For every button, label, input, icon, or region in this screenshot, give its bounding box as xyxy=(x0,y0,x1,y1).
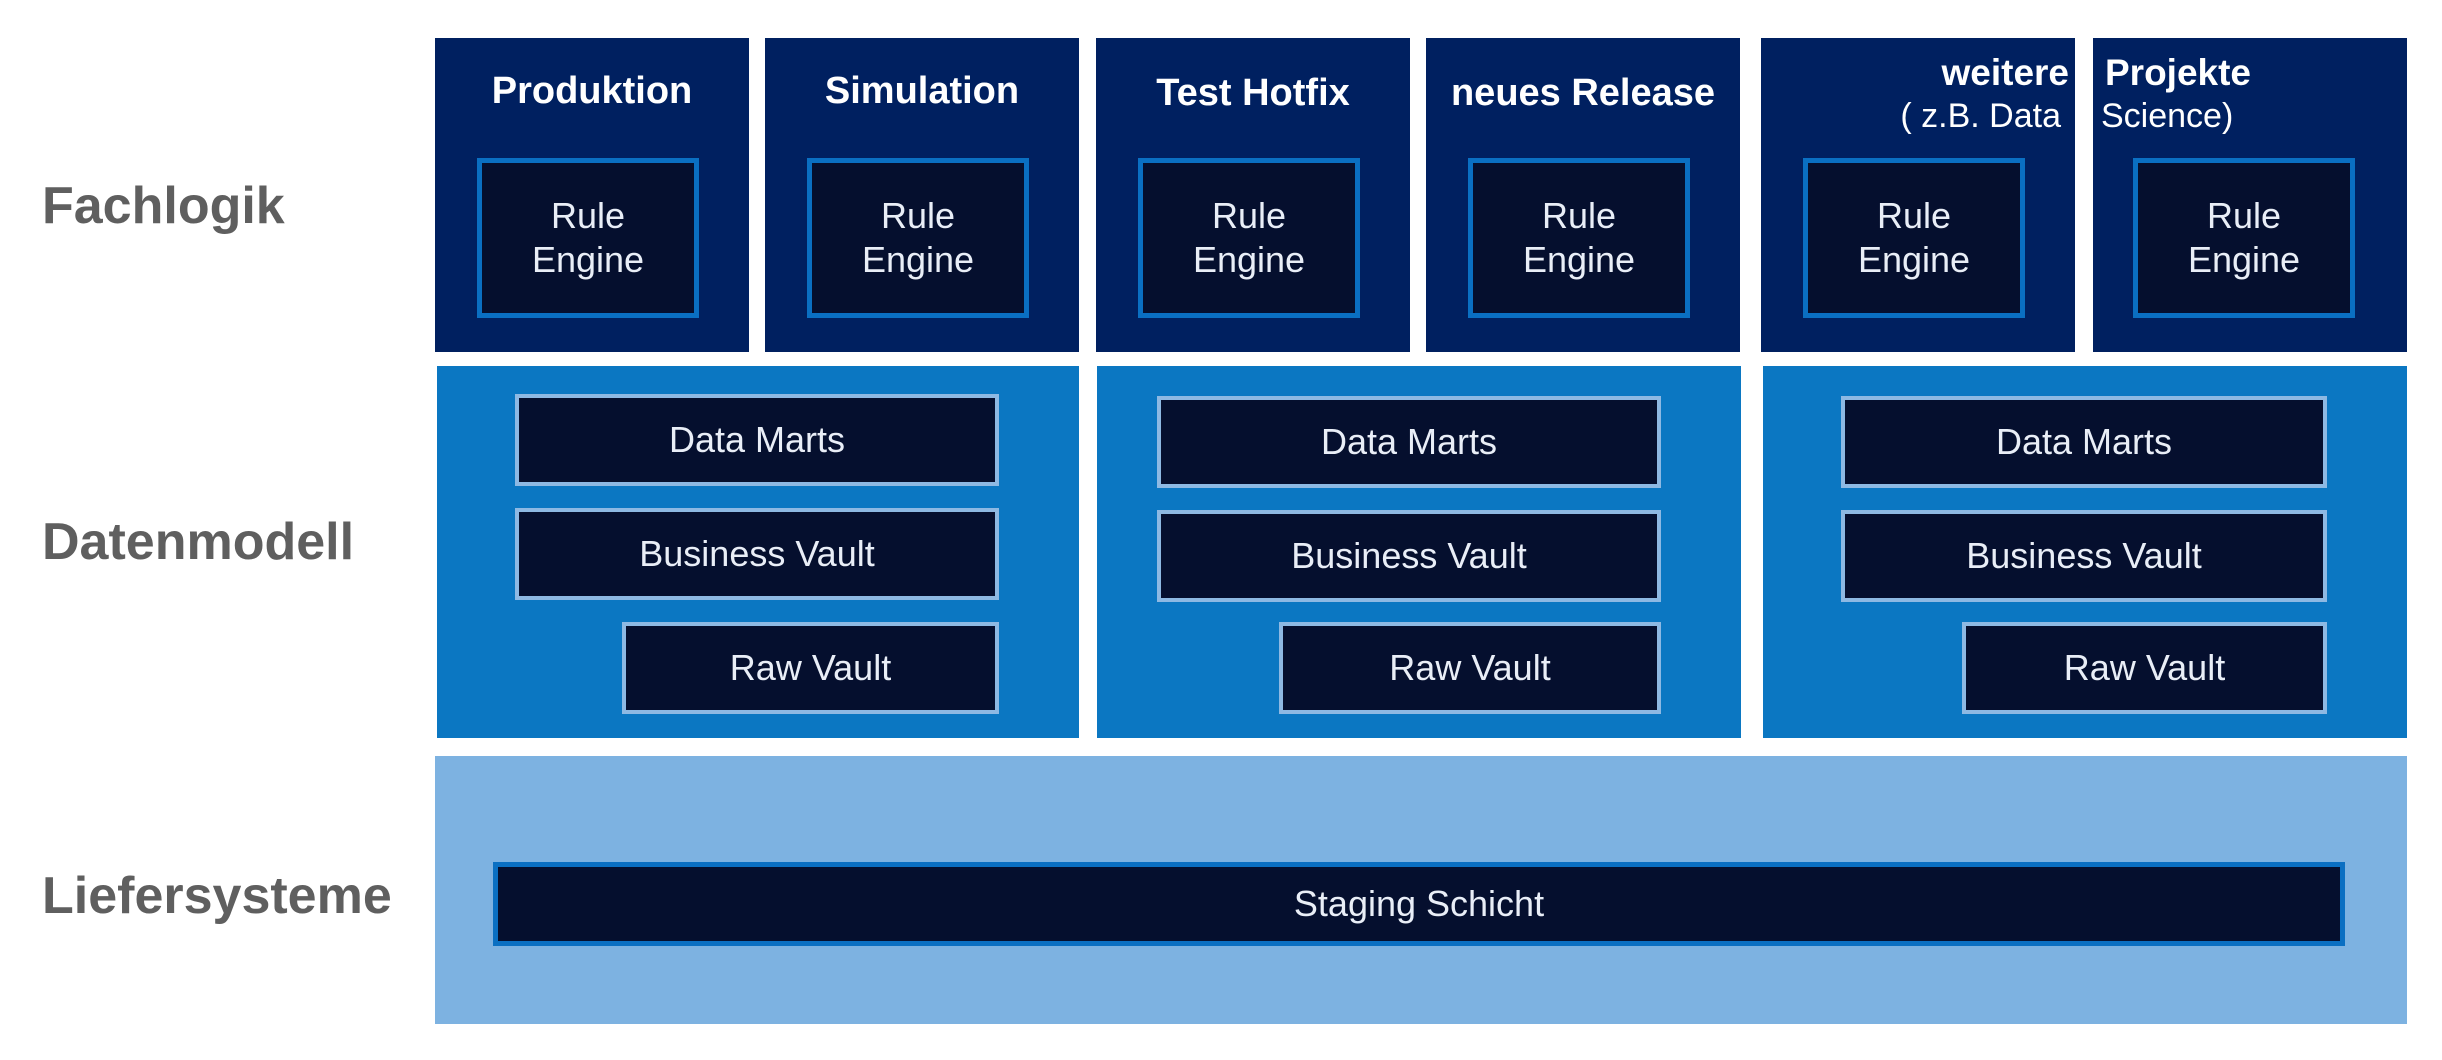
data-marts-label: Data Marts xyxy=(1320,421,1498,462)
env-title-projekte: Projekte xyxy=(2105,52,2252,93)
env-subtitle-weitere: ( z.B. Data xyxy=(1900,97,2061,135)
staging-schicht-box: Staging Schicht xyxy=(493,862,2345,946)
raw-vault-label: Raw Vault xyxy=(1389,647,1551,688)
rule-engine-line1: Rule xyxy=(880,195,956,236)
raw-vault-label: Raw Vault xyxy=(729,647,892,688)
row-label-liefersysteme: Liefersysteme xyxy=(42,867,392,925)
business-vault-box: Business Vault xyxy=(515,508,999,600)
row-label-fachlogik: Fachlogik xyxy=(42,177,285,235)
raw-vault-label: Raw Vault xyxy=(2063,647,2226,688)
rule-engine-line2: Engine xyxy=(1522,239,1636,280)
data-marts-label: Data Marts xyxy=(1995,421,2173,462)
business-vault-label: Business Vault xyxy=(1291,535,1527,576)
row-label-datenmodell: Datenmodell xyxy=(42,513,355,571)
raw-vault-box: Raw Vault xyxy=(622,622,999,714)
business-vault-box: Business Vault xyxy=(1157,510,1661,602)
env-title-neues-release: neues Release xyxy=(1450,72,1716,114)
data-marts-label: Data Marts xyxy=(668,419,846,460)
rule-engine-line2: Engine xyxy=(2187,239,2301,280)
rule-engine-line1: Rule xyxy=(1211,195,1287,236)
business-vault-label: Business Vault xyxy=(1966,535,2202,576)
raw-vault-box: Raw Vault xyxy=(1962,622,2327,714)
rule-engine-line1: Rule xyxy=(550,195,626,236)
rule-engine-line1: Rule xyxy=(1541,195,1617,236)
rule-engine-line1: Rule xyxy=(1876,195,1952,236)
datamodel-box-2: Data Marts Business Vault Raw Vault xyxy=(1097,366,1741,738)
env-subtitle-projekte: Science) xyxy=(2101,97,2234,135)
rule-engine-line1: Rule xyxy=(2206,195,2282,236)
rule-engine-line2: Engine xyxy=(861,239,975,280)
datamodel-box-3: Data Marts Business Vault Raw Vault xyxy=(1763,366,2407,738)
data-marts-box: Data Marts xyxy=(1841,396,2327,488)
env-title-test-hotfix: Test Hotfix xyxy=(1156,72,1350,114)
env-title-produktion: Produktion xyxy=(491,70,693,112)
rule-engine-line2: Engine xyxy=(1192,239,1306,280)
staging-schicht-label: Staging Schicht xyxy=(1293,883,1545,924)
liefersysteme-box: Staging Schicht xyxy=(435,756,2407,1024)
data-marts-box: Data Marts xyxy=(1157,396,1661,488)
rule-engine-line2: Engine xyxy=(1857,239,1971,280)
datamodel-box-1: Data Marts Business Vault Raw Vault xyxy=(437,366,1079,738)
rule-engine-line2: Engine xyxy=(531,239,645,280)
business-vault-box: Business Vault xyxy=(1841,510,2327,602)
env-title-weitere: weitere xyxy=(1941,52,2069,93)
raw-vault-box: Raw Vault xyxy=(1279,622,1661,714)
env-title-simulation: Simulation xyxy=(824,70,1020,112)
data-marts-box: Data Marts xyxy=(515,394,999,486)
business-vault-label: Business Vault xyxy=(639,533,875,574)
